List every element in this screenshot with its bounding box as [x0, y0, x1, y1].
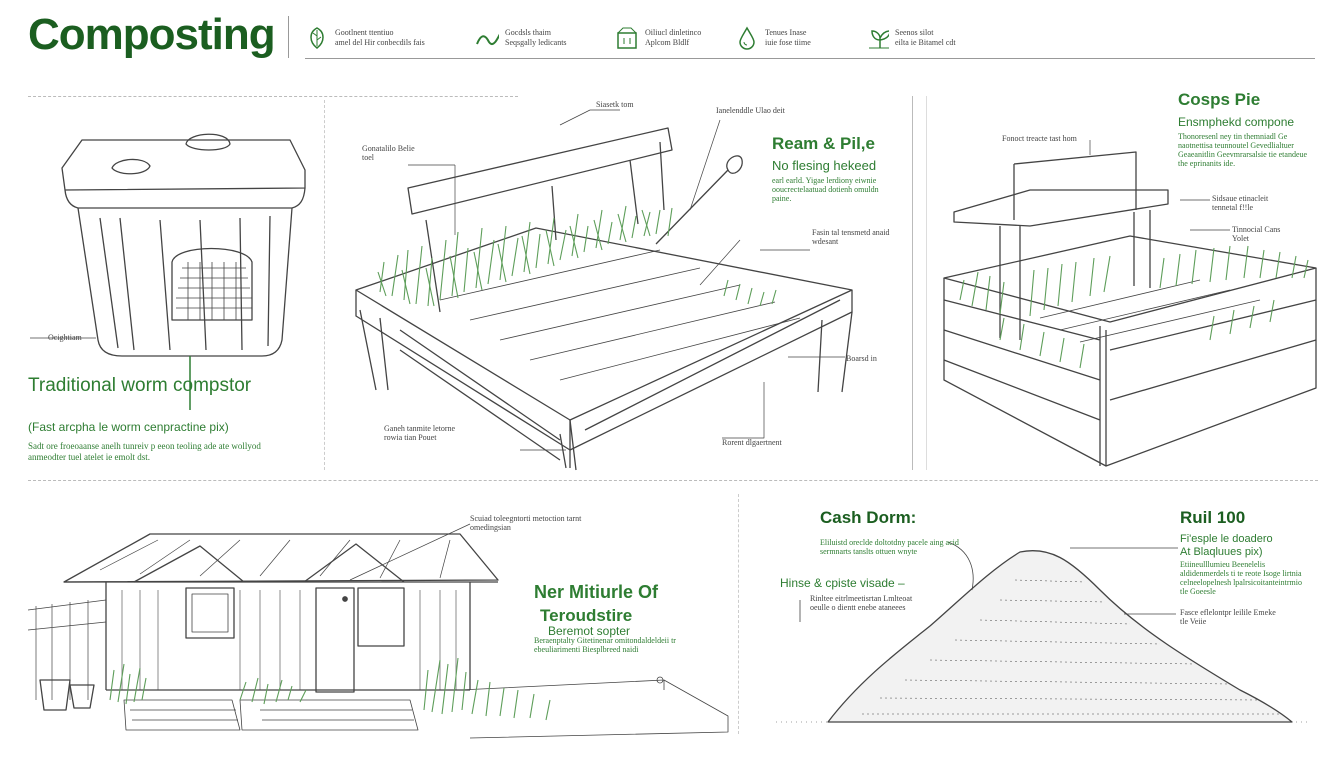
panel1-subheading: (Fast arcpha le worm cenpractine pix) — [28, 420, 229, 434]
legend-line1: Oiliucl dinletinco — [645, 28, 702, 37]
shelf-bed-illustration — [943, 140, 1317, 467]
legend-line2: iuie fose tiime — [765, 38, 811, 47]
water-drop-icon — [735, 26, 759, 50]
grid-rule — [324, 100, 325, 470]
grid-rule — [926, 96, 927, 470]
callout-label: Boarsd in — [846, 354, 877, 363]
callout-label: Fasce eflelontpr leilile Emeke tle Veiie — [1180, 608, 1276, 626]
legend-line2: Seqsgally ledicants — [505, 38, 567, 47]
legend-line1: Seenos silot — [895, 28, 934, 37]
grid-rule — [28, 96, 518, 97]
callout-label: Ganeh tanmite letorne rowia tian Pouet — [384, 424, 456, 442]
box-icon — [615, 26, 639, 50]
page-title: Composting — [28, 10, 276, 59]
panel5-right-body: Etiineulllumieu Beenelelis aldidenmerdel… — [1180, 560, 1302, 596]
panel3-body: Thonoresenl ney tin themniadl Ge naotnet… — [1178, 132, 1308, 168]
garden-shed-illustration — [27, 523, 729, 739]
legend-line2: eilta ie Bitamel cdt — [895, 38, 956, 47]
callout-label: Sidsaue etinacleit tennetal f!!le — [1212, 194, 1269, 212]
panel5-subheading: Hinse & cpiste visade – — [780, 576, 905, 590]
compost-pile-illustration — [776, 541, 1310, 723]
callout-label: Ianelenddle Ulao deit — [716, 106, 785, 115]
panel1-body: Sadt ore froeoaanse anelh tunreiv p eeon… — [28, 441, 261, 462]
panel5-heading: Cash Dorm: — [820, 508, 917, 527]
header-divider — [288, 16, 289, 58]
panel2-subheading: No flesing hekeed — [772, 158, 877, 173]
header-rule — [305, 58, 1315, 59]
worm-bin-illustration — [30, 133, 306, 410]
panel4-heading2: Teroudstire — [540, 606, 633, 625]
plant-icon — [865, 26, 889, 50]
panel4-body: Beraenptalty Gitetinenar omitondaldeldei… — [534, 636, 676, 654]
callout-label: Fasin tal tensmetd anaid wdesant — [812, 228, 890, 246]
panel5-right-heading: Ruil 100 — [1180, 508, 1246, 527]
callout-label: Gonatalilo Belie toel — [362, 144, 415, 162]
callout-label: Rorent dlgaertnent — [722, 438, 782, 447]
callout-label: Tinnocial Cans Yolet — [1232, 225, 1281, 243]
callout-label: Siasetk tom — [596, 100, 634, 109]
grid-rule — [912, 96, 913, 470]
panel3-subheading: Ensmphekd compone — [1178, 115, 1295, 129]
legend-line1: Tenues Inase — [765, 28, 807, 37]
callout-label: Ocightiam — [48, 333, 82, 342]
worm-icon — [475, 26, 499, 50]
panel5-sub-body: Rinltee eitrlmeetisrtan Lmlteoat oeulle … — [810, 594, 913, 612]
panel5-right-sub2: At Blaqluues pix) — [1180, 546, 1263, 558]
grass-strokes — [109, 205, 1309, 721]
legend-line1: Gootlnent ttentiuo — [335, 28, 394, 37]
panel3-heading: Cosps Pie — [1178, 90, 1261, 109]
callout-label: Scuiad toleegntorti metoction tarnt omed… — [470, 514, 582, 532]
leaf-icon — [305, 26, 329, 50]
panel2-body: earl earld. Yigae lerdiony eiwnie ooucre… — [772, 176, 879, 203]
panel5-body: Eliluistd oreclde doltotdny pacele aing … — [820, 538, 959, 556]
grid-rule — [738, 494, 739, 734]
panel4-heading: Ner Mitiurle Of — [534, 582, 659, 602]
grid-rule — [28, 480, 1318, 481]
legend-line1: Gocdsls thaim — [505, 28, 551, 37]
panel1-heading: Traditional worm compstor — [28, 375, 252, 396]
callout-label: Fonoct treacte tast hom — [1002, 134, 1077, 143]
legend-line2: Aplcom Bldlf — [645, 38, 690, 47]
legend-line2: amel del Hir conbecdils fais — [335, 38, 425, 47]
panel4-subheading: Beremot sopter — [548, 624, 631, 638]
panel2-heading: Ream & Pil,e — [772, 134, 875, 153]
panel5-right-sub1: Fi'esple le doadero — [1180, 533, 1273, 545]
raised-bed-illustration — [355, 109, 853, 471]
